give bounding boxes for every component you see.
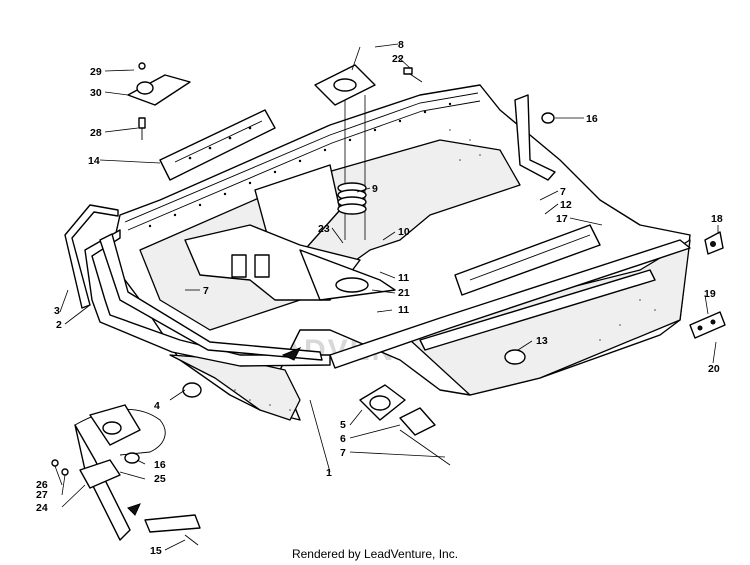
callout-17: 17 — [556, 213, 568, 225]
callout-16-top: 16 — [586, 113, 598, 125]
callout-1: 1 — [326, 467, 332, 479]
callout-6: 6 — [340, 433, 346, 445]
hinge-30 — [127, 62, 191, 140]
callout-7-top: 7 — [560, 186, 566, 198]
callout-9: 9 — [372, 183, 378, 195]
callout-16-bottom: 16 — [154, 459, 166, 471]
callout-21: 21 — [398, 287, 410, 299]
callout-3: 3 — [54, 305, 60, 317]
mount-plate-23 — [184, 224, 396, 301]
callout-20: 20 — [708, 363, 720, 375]
callout-25: 25 — [154, 473, 166, 485]
grommet-4 — [182, 382, 202, 398]
callout-11b: 11 — [398, 304, 409, 316]
callout-10: 10 — [398, 226, 410, 238]
front-rail — [329, 239, 691, 369]
brace-14 — [159, 109, 276, 181]
callout-26: 26 — [36, 479, 48, 491]
inset-detail — [51, 404, 201, 546]
callout-15: 15 — [150, 545, 162, 557]
callout-labels: 8 22 9 23 10 11 21 11 7 12 17 16 18 19 2… — [36, 39, 723, 557]
steering-post — [314, 64, 376, 293]
callout-14: 14 — [88, 155, 100, 167]
callout-27: 27 — [36, 489, 48, 501]
spring-9 — [337, 182, 367, 215]
callout-30: 30 — [90, 87, 102, 99]
callout-22: 22 — [392, 53, 404, 65]
callout-18: 18 — [711, 213, 723, 225]
callout-13: 13 — [536, 335, 548, 347]
light-18 — [704, 231, 724, 255]
bracket-19 — [689, 311, 726, 339]
callout-19: 19 — [704, 288, 716, 300]
bolt-22 — [403, 67, 423, 83]
callout-12: 12 — [560, 199, 572, 211]
grommet-13 — [504, 349, 526, 365]
callout-7-bottom: 7 — [340, 447, 346, 459]
leader-lines — [54, 43, 719, 551]
bumper-assembly — [64, 204, 331, 367]
footer-credit: Rendered by LeadVenture, Inc. — [291, 547, 459, 561]
latch-assembly — [359, 384, 451, 466]
callout-29: 29 — [90, 66, 102, 78]
callout-2: 2 — [56, 319, 62, 331]
callout-28: 28 — [90, 127, 102, 139]
callout-5: 5 — [340, 419, 346, 431]
callout-8: 8 — [398, 39, 404, 51]
callout-7-mid: 7 — [203, 285, 209, 297]
arrow-marker-inset — [127, 503, 141, 516]
tow-handle — [514, 94, 556, 181]
callout-24: 24 — [36, 502, 48, 514]
callout-11a: 11 — [398, 272, 409, 284]
side-bar — [454, 224, 601, 296]
callout-23: 23 — [318, 223, 330, 235]
callout-4: 4 — [154, 400, 160, 412]
arrow-marker-left — [281, 347, 302, 361]
